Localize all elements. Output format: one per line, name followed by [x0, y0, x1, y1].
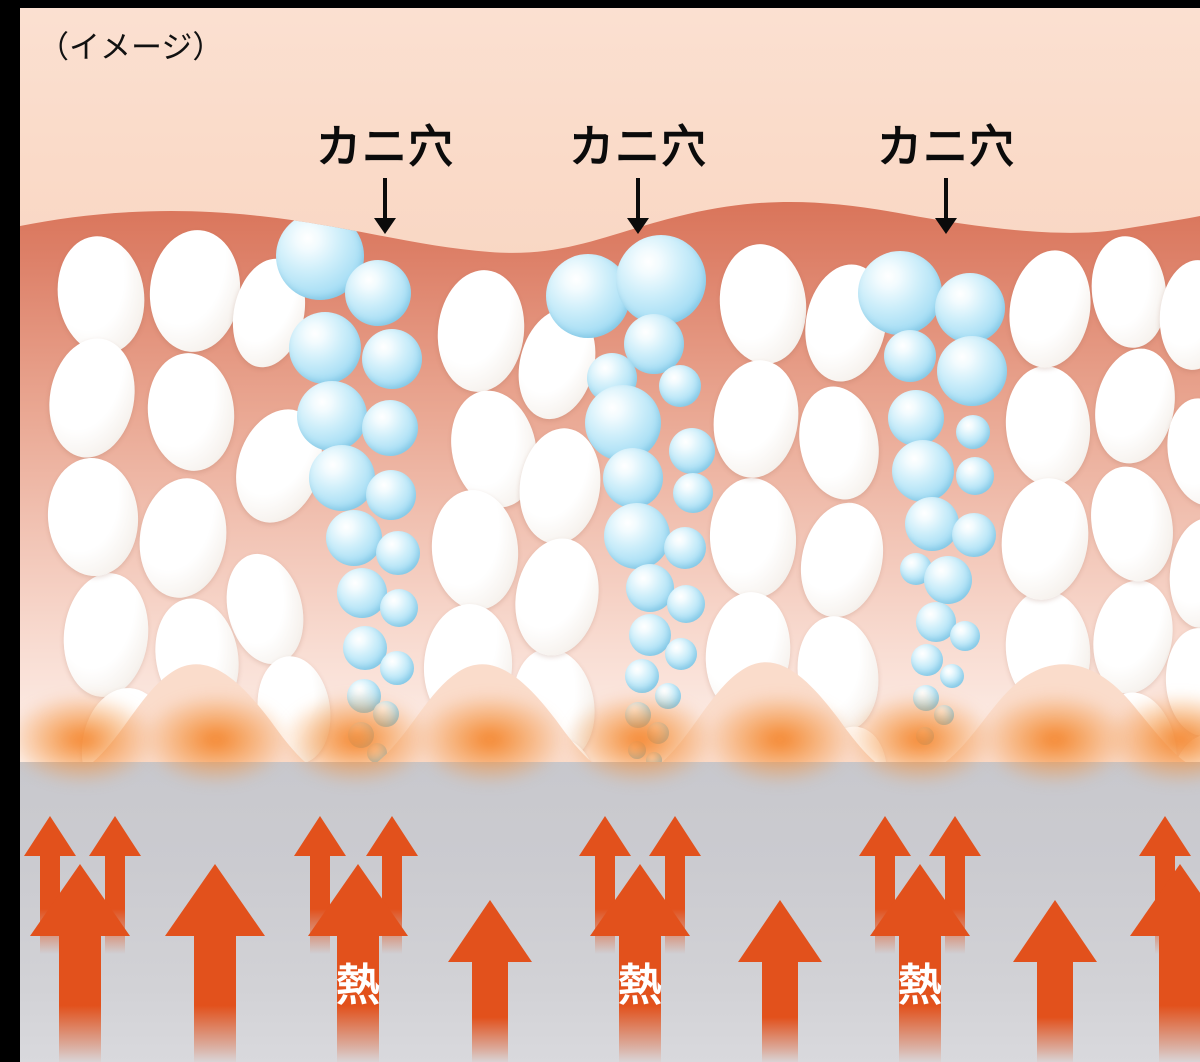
bubble: [376, 531, 420, 575]
arrow-shaft: [337, 934, 379, 1062]
bubble: [366, 470, 416, 520]
crab-hole-label: カニ穴: [316, 120, 455, 173]
bubble: [629, 614, 671, 656]
arrow-shaft: [1037, 960, 1073, 1062]
bubble: [604, 503, 670, 569]
bubble: [924, 556, 972, 604]
arrow-head-icon: [448, 900, 532, 962]
heat-arrow: [738, 900, 822, 1062]
bubble: [858, 251, 942, 335]
arrow-head-icon: [1130, 864, 1200, 936]
bubble-layer: [20, 8, 1200, 838]
arrow-head-icon: [590, 864, 690, 936]
bubble: [905, 497, 959, 551]
bubble: [345, 260, 411, 326]
bubble: [888, 390, 944, 446]
arrow-head-icon: [1013, 900, 1097, 962]
heat-arrow: [165, 864, 265, 1062]
heat-arrow: [1013, 900, 1097, 1062]
heat-label: 熱: [618, 960, 662, 1011]
bubble: [892, 440, 954, 502]
crab-hole-label-layer: カニ穴 カニ穴 カニ穴: [20, 8, 1200, 1062]
crab-hole-pointer-icon: [627, 178, 649, 234]
crab-hole-pointer-icon: [935, 178, 957, 234]
rice-body-layer: [20, 8, 1200, 838]
heat-arrow: [448, 900, 532, 1062]
heat-arrow-labeled: 熱: [590, 864, 690, 1062]
arrow-shaft: [194, 934, 236, 1062]
bubble: [659, 365, 701, 407]
arrow-shaft: [619, 934, 661, 1062]
bubble: [585, 385, 661, 461]
bubble: [667, 585, 705, 623]
bubble: [916, 602, 956, 642]
bubble: [626, 564, 674, 612]
bubble: [940, 664, 964, 688]
arrow-shaft: [899, 934, 941, 1062]
bubble: [956, 457, 994, 495]
crab-hole-label: カニ穴: [877, 120, 1016, 173]
bubble: [337, 568, 387, 618]
bubble: [624, 314, 684, 374]
arrow-head-icon: [30, 864, 130, 936]
bubble: [546, 254, 630, 338]
bubble: [935, 273, 1005, 343]
bubble: [380, 651, 414, 685]
bubble: [664, 527, 706, 569]
bubble: [343, 626, 387, 670]
heat-arrow-labeled: 熱: [308, 864, 408, 1062]
arrow-head-icon: [366, 816, 418, 856]
heat-arrow-layer: 熱熱熱: [20, 8, 1200, 1062]
heat-label: 熱: [336, 960, 380, 1011]
heat-arrow: [30, 864, 130, 1062]
heat-arrow-labeled: 熱: [870, 864, 970, 1062]
bubble: [950, 621, 980, 651]
arrow-head-icon: [859, 816, 911, 856]
arrow-head-icon: [1139, 816, 1191, 856]
arrow-head-icon: [89, 816, 141, 856]
bubble: [952, 513, 996, 557]
arrow-head-icon: [929, 816, 981, 856]
arrow-shaft: [762, 960, 798, 1062]
bubble: [326, 510, 382, 566]
crab-hole-pointer-icon: [374, 178, 396, 234]
bubble: [289, 312, 361, 384]
arrow-head-icon: [165, 864, 265, 936]
bubble: [362, 400, 418, 456]
arrow-head-icon: [870, 864, 970, 936]
illustration-canvas: 熱 熱 熱 （イメージ） カニ穴 カニ穴 カニ穴: [20, 8, 1200, 1062]
crab-hole-label: カニ穴: [569, 120, 708, 173]
arrow-shaft: [472, 960, 508, 1062]
heat-label: 熱: [898, 960, 942, 1011]
bubble: [669, 428, 715, 474]
arrow-shaft: [1159, 934, 1200, 1062]
image-caption: （イメージ）: [38, 30, 224, 66]
bubble: [956, 415, 990, 449]
bubble: [625, 659, 659, 693]
bubble: [380, 589, 418, 627]
bubble: [673, 473, 713, 513]
heat-arrow: [1130, 864, 1200, 1062]
bubble: [665, 638, 697, 670]
bubble: [309, 445, 375, 511]
arrow-shaft: [59, 934, 101, 1062]
bubble: [603, 448, 663, 508]
arrow-head-icon: [24, 816, 76, 856]
bubble: [884, 330, 936, 382]
arrow-head-icon: [738, 900, 822, 962]
bubble: [297, 381, 367, 451]
arrow-head-icon: [308, 864, 408, 936]
bubble: [362, 329, 422, 389]
arrow-head-icon: [649, 816, 701, 856]
bubble: [616, 235, 706, 325]
arrow-head-icon: [579, 816, 631, 856]
bubble: [911, 644, 943, 676]
bubble: [937, 336, 1007, 406]
arrow-head-icon: [294, 816, 346, 856]
